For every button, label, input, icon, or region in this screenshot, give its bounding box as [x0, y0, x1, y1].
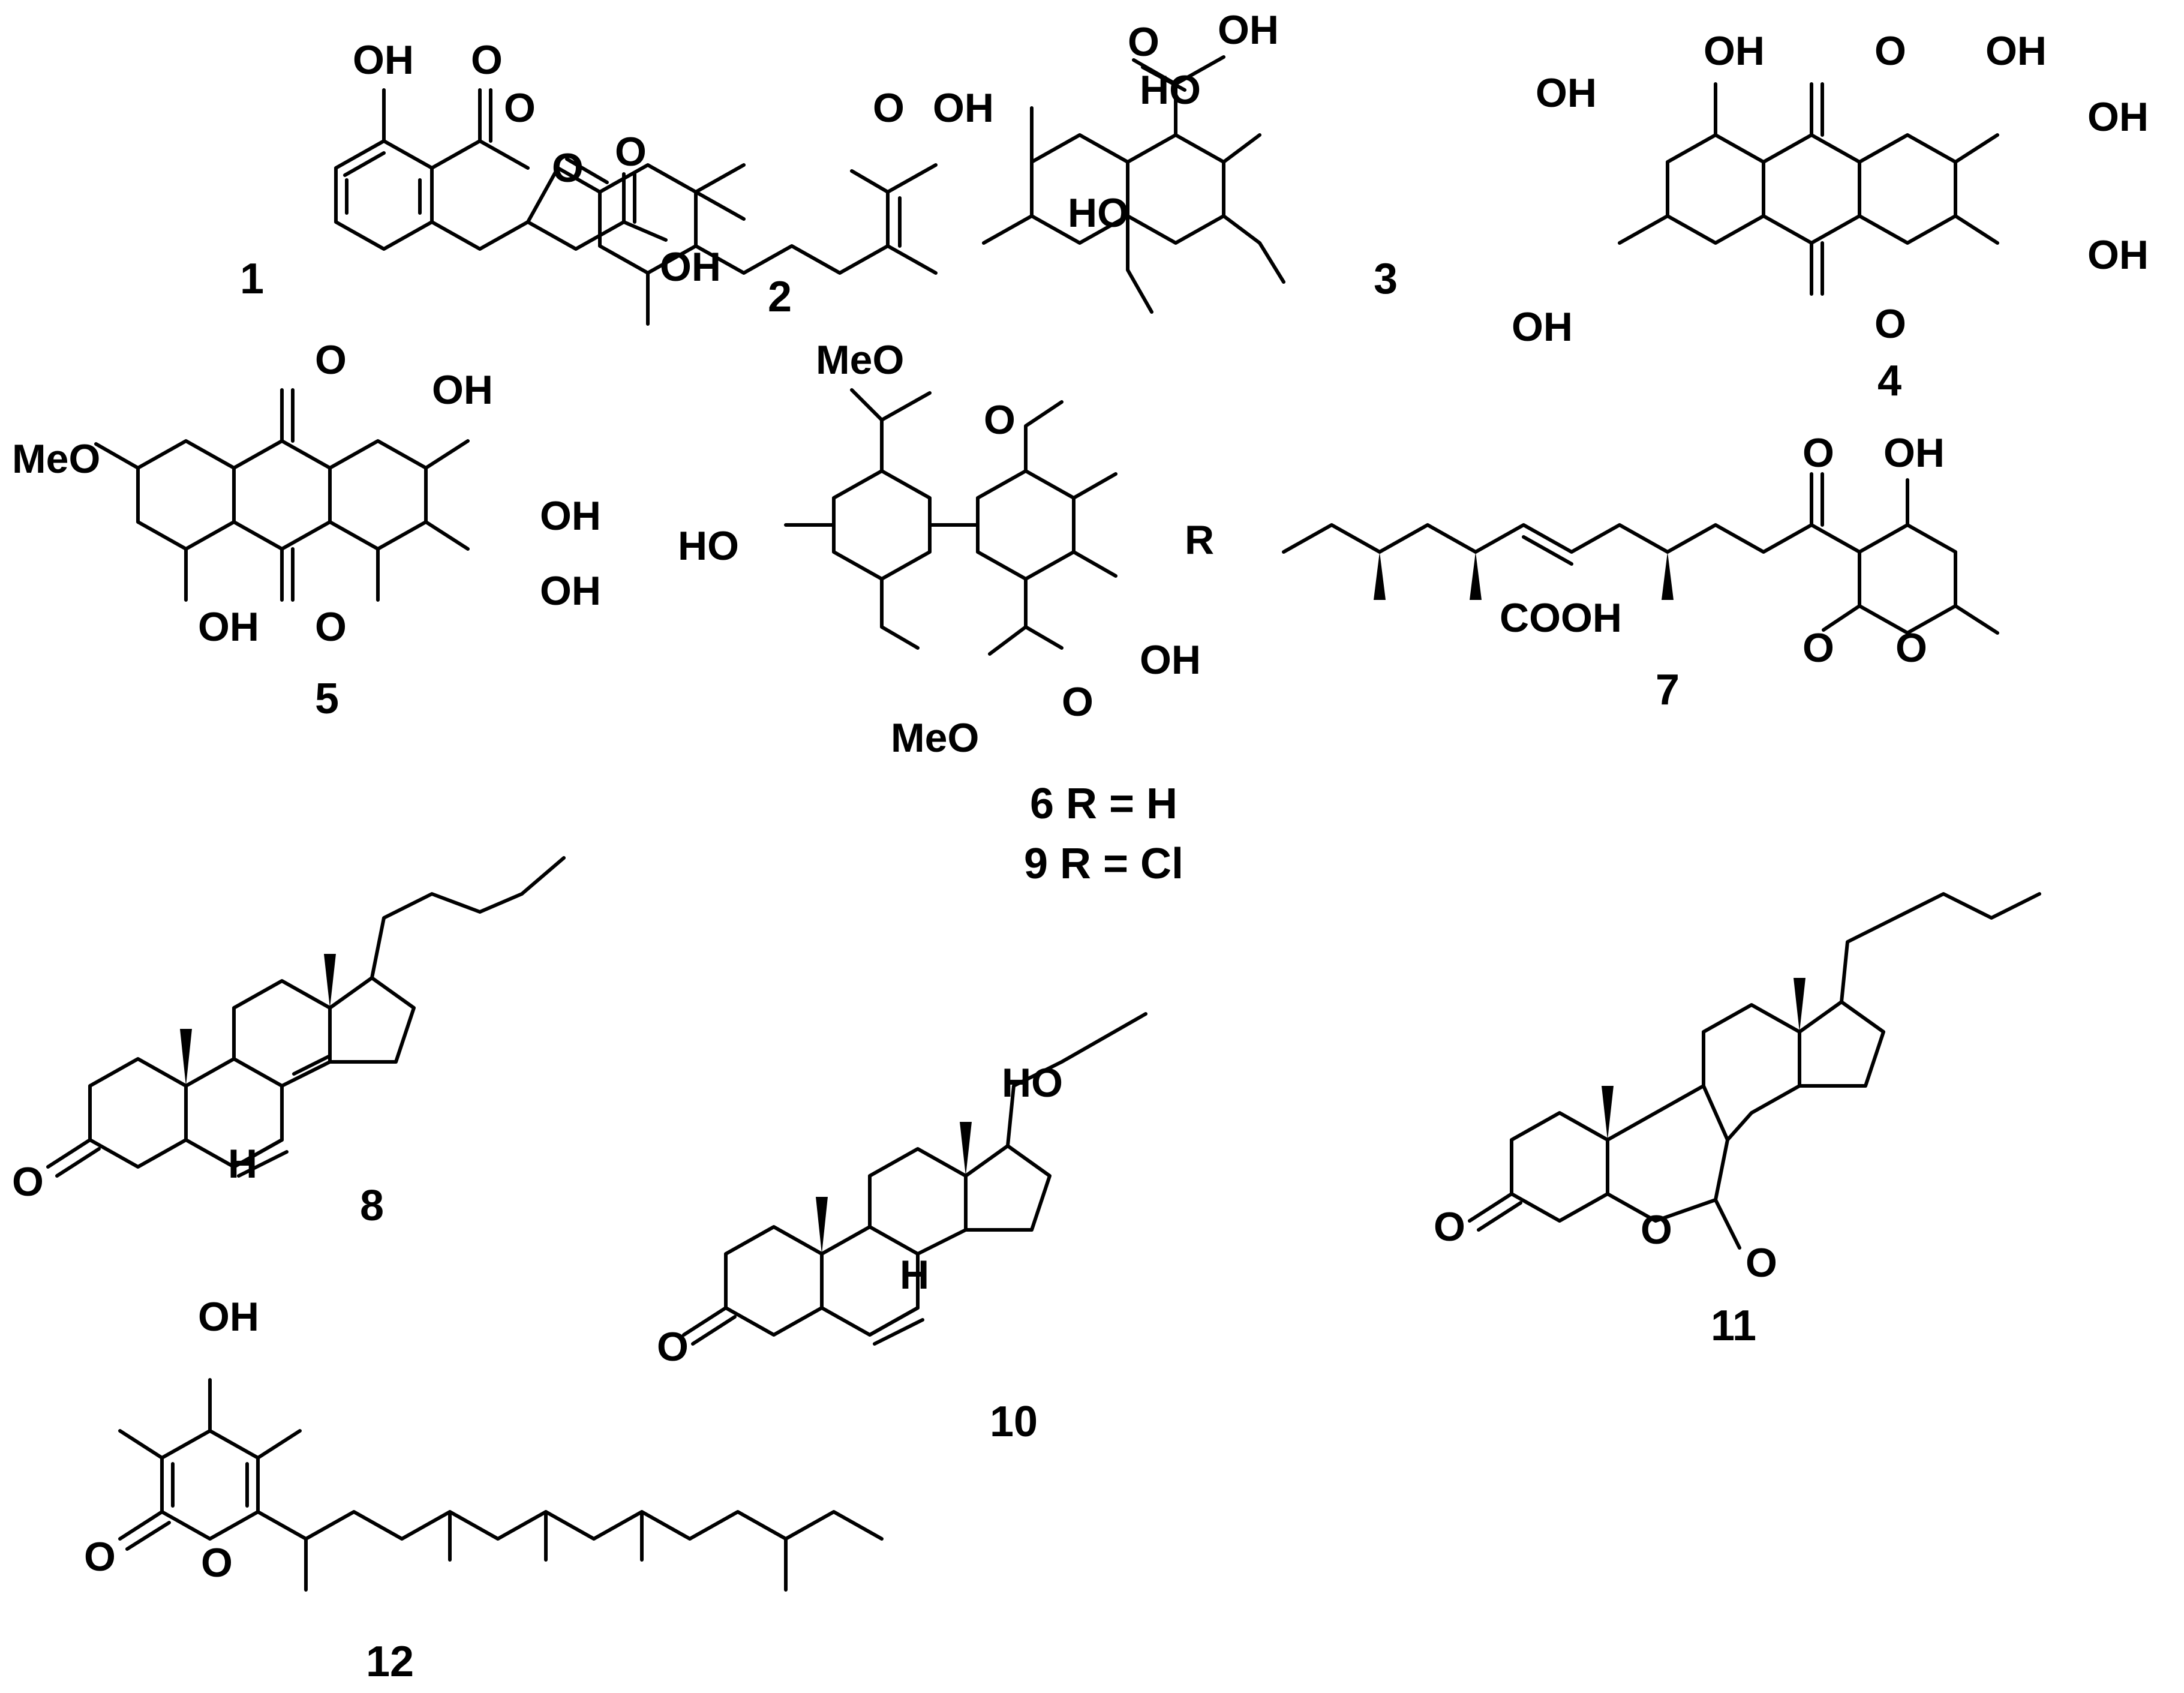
atom-o: O [504, 85, 536, 131]
atom-oh: OH [540, 493, 601, 539]
atom-oh: OH [353, 37, 414, 83]
atom-o: O [315, 337, 347, 383]
atom-oh: OH [1704, 28, 1765, 74]
atom-oh: OH [2087, 232, 2149, 278]
atom-o: O [1874, 301, 1906, 347]
atom-ho: HO [1002, 1060, 1063, 1106]
atom-cooh: COOH [1500, 595, 1622, 641]
atom-oh: OH [198, 1294, 259, 1340]
stereo-wedge [1470, 552, 1482, 600]
atom-oh: OH [1883, 430, 1945, 476]
atom-oh: OH [432, 367, 493, 413]
atom-o-ring: O [1641, 1207, 1672, 1253]
atom-oh: OH [1140, 637, 1201, 683]
atom-oh: OH [2087, 94, 2149, 140]
atom-meo: MeO [12, 436, 100, 482]
atom-oh: OH [540, 568, 601, 614]
stereo-wedge [180, 1029, 192, 1086]
compound-5-structure [94, 388, 470, 602]
compound-label: 10 [990, 1398, 1038, 1446]
compound-12-structure [118, 1378, 884, 1592]
compound-label: 11 [1711, 1302, 1756, 1350]
atom-o: O [1062, 679, 1093, 725]
stereo-wedge [1602, 1086, 1614, 1140]
compound-label: 4 [1877, 357, 1901, 405]
atom-o: O [12, 1159, 44, 1205]
atom-oh: OH [1536, 70, 1597, 116]
atom-o-ring: O [201, 1540, 233, 1586]
compound-2-structure [556, 157, 938, 326]
stereo-wedge [1374, 552, 1386, 600]
atom-ho: HO [1068, 190, 1129, 236]
atom-o: O [315, 604, 347, 650]
atom-o: O [1746, 1240, 1777, 1286]
atom-meo: MeO [816, 337, 904, 383]
atom-o: O [873, 85, 905, 131]
stereo-wedge [1794, 978, 1806, 1032]
stereo-wedge [1662, 552, 1674, 600]
atom-oh: OH [1512, 304, 1573, 350]
compound-label: 5 [315, 675, 339, 723]
atom-r: R [1185, 517, 1214, 563]
atom-ho: HO [678, 523, 739, 569]
compound-1-structure [334, 88, 668, 251]
atom-ho: HO [1140, 67, 1201, 113]
atom-o: O [1128, 19, 1159, 65]
atom-oh: OH [198, 604, 259, 650]
compound-4-structure [1618, 82, 1999, 296]
compound-6-9-structure [784, 388, 1117, 656]
atom-h: H [228, 1141, 257, 1187]
atom-o: O [84, 1534, 116, 1580]
atom-h: H [900, 1252, 929, 1298]
atom-o: O [657, 1324, 689, 1370]
compound-label: 7 [1656, 666, 1680, 714]
compound-label: 12 [366, 1638, 414, 1686]
atom-oh: OH [1218, 7, 1279, 53]
atom-o: O [1803, 625, 1834, 671]
compound-label: 3 [1374, 255, 1398, 303]
atom-oh: OH [1985, 28, 2047, 74]
compound-7-structure [1282, 472, 1999, 635]
atom-o: O [1874, 28, 1906, 74]
stereo-wedge [324, 954, 336, 1008]
stereo-wedge [960, 1122, 972, 1176]
compound-3-structure [982, 55, 1285, 314]
atom-oh: OH [660, 244, 721, 290]
compound-label: 1 [240, 255, 264, 303]
compound-11-structure [1468, 892, 2041, 1250]
compound-label: 9 R = Cl [1024, 840, 1183, 888]
atom-o: O [1434, 1204, 1465, 1250]
stereo-wedge [816, 1197, 828, 1254]
atom-o: O [984, 397, 1016, 443]
atom-oh: OH [933, 85, 994, 131]
atom-o: O [471, 37, 503, 83]
compound-8-structure [46, 856, 566, 1178]
atom-meo: MeO [891, 715, 979, 761]
atom-o: O [1803, 430, 1834, 476]
compound-label: 8 [360, 1182, 384, 1230]
atom-o-ring: O [1895, 625, 1927, 671]
compound-label: 2 [768, 273, 792, 321]
compound-label: 6 R = H [1030, 780, 1177, 828]
